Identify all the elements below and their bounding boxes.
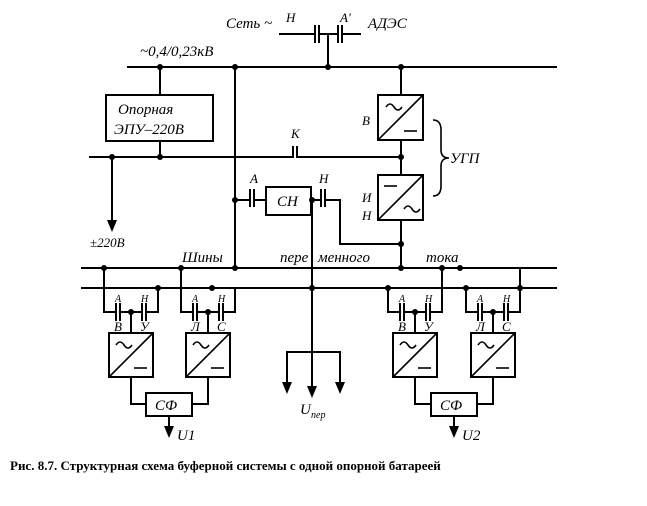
g3-u-label: У: [424, 319, 435, 334]
adees-label: АДЭС: [367, 16, 408, 32]
g2-s-label: С: [217, 319, 226, 334]
converter-group-3: [387, 267, 443, 378]
arrow-down-icon: [107, 220, 117, 232]
i-inv-label: И: [361, 190, 372, 205]
ref-epu-line1: Опорная: [118, 102, 173, 118]
k-label: К: [290, 126, 301, 141]
inverter-i-box: [377, 174, 424, 221]
mennogo-label: менного: [317, 250, 370, 266]
n-inv-label: Н: [361, 208, 372, 223]
reference-epu-box: [105, 94, 214, 142]
converter-group-2: [180, 267, 236, 378]
arrow-down-icon: [449, 426, 459, 438]
sn-box: [265, 186, 312, 216]
g4-a-label: А: [476, 294, 484, 305]
a-sn-label: А: [249, 171, 258, 186]
g4-l-label: Л: [475, 319, 486, 334]
g1-u-label: У: [140, 319, 151, 334]
g1-a-label: А: [114, 294, 122, 305]
switch-n-top-label: Н: [285, 10, 296, 25]
v-ugp-label: В: [362, 113, 370, 128]
g4-s-label: С: [502, 319, 511, 334]
u-sub-label: пер: [311, 410, 325, 421]
u2-label: U2: [462, 428, 481, 444]
ref-epu-line2: ЭПУ–220В: [114, 122, 184, 138]
g1-n-label: Н: [140, 294, 149, 305]
rectifier-v-box: [377, 94, 424, 141]
ugp-label: УГП: [450, 151, 481, 167]
shiny-label: Шины: [181, 250, 223, 266]
g1-v-label: В: [114, 319, 122, 334]
g3-a-label: А: [398, 294, 406, 305]
converter-group-1: [103, 267, 159, 378]
switch-a-top-label: А': [339, 10, 351, 25]
pere-label: пере: [280, 250, 309, 266]
network-switch: [279, 25, 361, 70]
figure-caption: Рис. 8.7. Структурная схема буферной сис…: [10, 458, 441, 473]
dc220-label: ±220В: [90, 235, 125, 250]
n-sn-label: Н: [318, 171, 329, 186]
center-output: [282, 351, 345, 398]
converter-group-4: [465, 267, 521, 378]
sn-label: СН: [277, 194, 299, 210]
g2-a-label: А: [191, 294, 199, 305]
g4-n-label: Н: [502, 294, 511, 305]
sf1-label: СФ: [155, 398, 177, 414]
network-label: Сеть ~: [226, 16, 272, 32]
u1-label: U1: [177, 428, 195, 444]
g3-v-label: В: [398, 319, 406, 334]
toka-label: тока: [426, 250, 458, 266]
g2-n-label: Н: [217, 294, 226, 305]
g2-l-label: Л: [190, 319, 201, 334]
ugp-brace: [432, 119, 450, 197]
sf2-label: СФ: [440, 398, 462, 414]
g3-n-label: Н: [424, 294, 433, 305]
arrow-down-icon: [164, 426, 174, 438]
voltage-label: ~0,4/0,23кВ: [140, 44, 213, 60]
u-main-label: U: [300, 402, 312, 418]
